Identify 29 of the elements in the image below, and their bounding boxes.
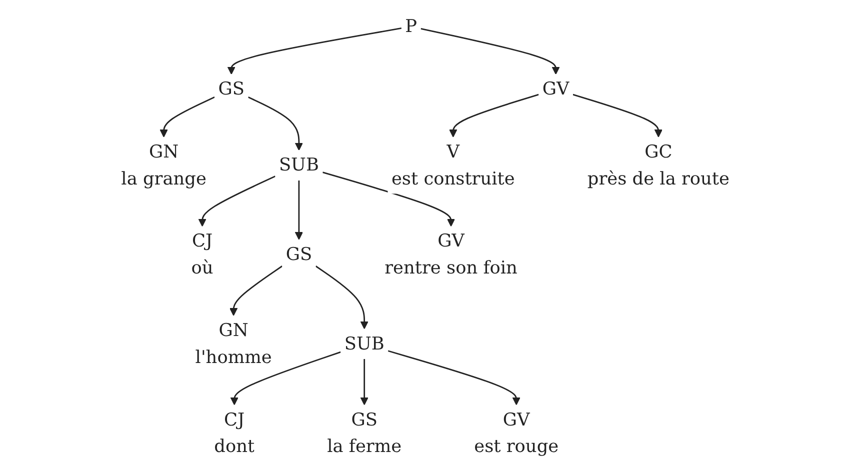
node-text: GS	[218, 78, 244, 100]
arrow	[322, 172, 455, 227]
arrow	[294, 180, 303, 240]
arrow	[572, 94, 662, 138]
node-text: SUB	[278, 154, 319, 176]
arrow	[248, 96, 303, 151]
node-text: GV est rouge	[474, 409, 558, 456]
node-text: GS la ferme	[326, 409, 402, 456]
node-text: GS	[286, 244, 312, 265]
arrow	[360, 359, 368, 406]
node-text: GN la grange	[120, 142, 206, 189]
node-text: GC près de la route	[587, 142, 730, 189]
arrow	[388, 350, 520, 406]
arrow	[230, 351, 341, 406]
arrow	[226, 28, 402, 75]
node-text: V est construite	[391, 142, 515, 189]
node-text: GV rentre son foin	[384, 230, 518, 278]
arrow	[448, 94, 539, 138]
node-text: GV	[542, 78, 569, 100]
node-text: CJ où	[190, 230, 213, 278]
arrow	[159, 96, 214, 138]
node-text: CJ dont	[214, 409, 254, 456]
node-text: GN l'homme	[194, 320, 272, 368]
arrow	[315, 266, 368, 330]
arrow	[229, 266, 282, 316]
arrow	[420, 28, 560, 75]
node-text: SUB	[344, 333, 384, 354]
node-text: P	[404, 16, 417, 37]
arrow	[198, 176, 276, 227]
